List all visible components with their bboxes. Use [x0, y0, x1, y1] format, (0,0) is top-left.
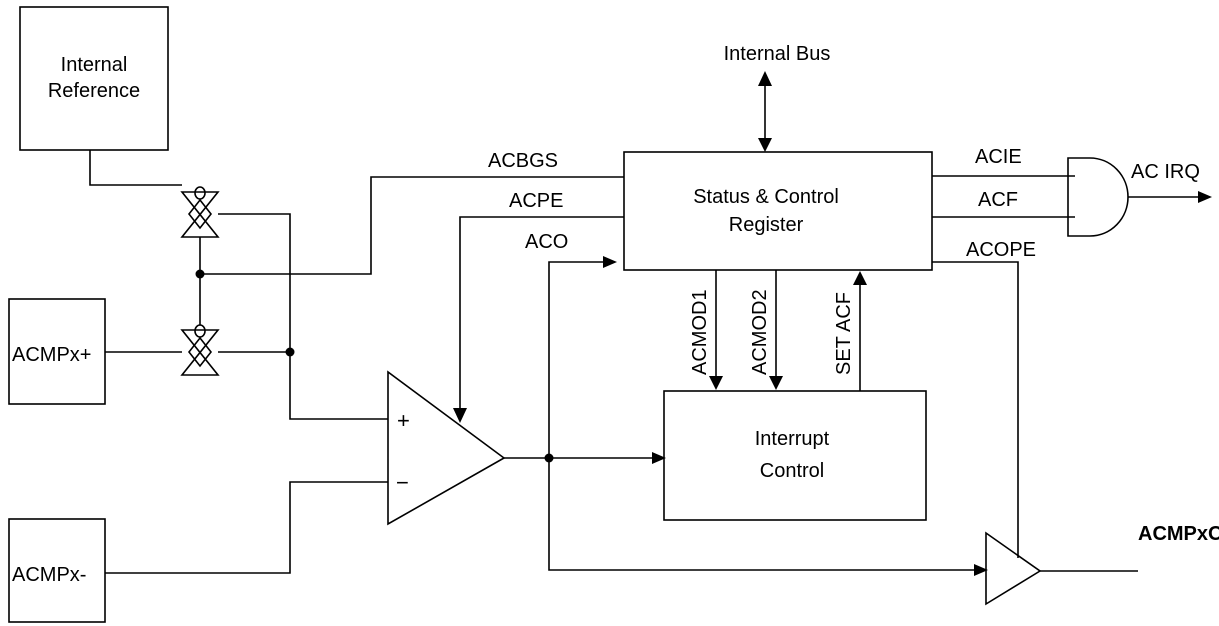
- acpe-arrowhead: [453, 408, 467, 423]
- wires: [89, 86, 1200, 574]
- acmp-plus-block: ACMPx+: [8, 298, 106, 405]
- interrupt-control-label-line2: Control: [760, 460, 824, 482]
- status-control-label-line1: Status & Control: [693, 186, 839, 208]
- junction-dot-plus: [285, 347, 295, 357]
- acmp-minus-label: ACMPx-: [12, 564, 86, 586]
- acmod1-arrowhead: [709, 376, 723, 390]
- acie-label: ACIE: [975, 146, 1022, 168]
- arrowheads: [453, 71, 1212, 576]
- status-control-label-line2: Register: [729, 214, 804, 236]
- internal-ref-switch: [180, 186, 220, 238]
- internal-reference-block: Internal Reference: [19, 6, 169, 151]
- internal-bus-label: Internal Bus: [724, 43, 831, 65]
- comparator-plus-sign: +: [397, 408, 410, 433]
- output-buffer: [985, 531, 1042, 606]
- acf-label: ACF: [978, 189, 1018, 211]
- internal-bus-up-arrowhead: [758, 71, 772, 86]
- status-control-register-block: Status & Control Register: [623, 151, 933, 271]
- acmod1-label: ACMOD1: [689, 289, 711, 375]
- interrupt-control-block: Interrupt Control: [663, 390, 927, 521]
- set-acf-label: SET ACF: [833, 292, 855, 375]
- acope-label: ACOPE: [966, 239, 1036, 261]
- comparator: + −: [387, 370, 506, 526]
- interrupt-input-arrowhead: [652, 452, 666, 464]
- acbgs-label: ACBGS: [488, 150, 558, 172]
- ac-irq-arrowhead: [1198, 191, 1212, 203]
- acmod2-arrowhead: [769, 376, 783, 390]
- acmp-plus-switch: [180, 324, 220, 376]
- aco-label: ACO: [525, 231, 568, 253]
- interrupt-control-label-line1: Interrupt: [755, 428, 830, 450]
- aco-arrowhead: [603, 256, 617, 268]
- internal-bus-down-arrowhead: [758, 138, 772, 152]
- internal-reference-label-line2: Reference: [48, 80, 140, 102]
- set-acf-arrowhead: [853, 271, 867, 285]
- and-gate: [1067, 157, 1129, 237]
- buffer-input-arrowhead: [974, 564, 988, 576]
- ac-irq-label: AC IRQ: [1131, 161, 1200, 183]
- internal-reference-label-line1: Internal: [61, 54, 128, 76]
- junction-dot-output: [544, 453, 554, 463]
- junction-dot-acbgs: [195, 269, 205, 279]
- acmpxo-label: ACMPxO: [1138, 523, 1219, 545]
- acmp-minus-block: ACMPx-: [8, 518, 106, 623]
- junction-dots: [195, 269, 554, 463]
- acpe-label: ACPE: [509, 190, 563, 212]
- comparator-minus-sign: −: [396, 470, 409, 495]
- acmp-plus-label: ACMPx+: [12, 344, 91, 366]
- acmod2-label: ACMOD2: [749, 289, 771, 375]
